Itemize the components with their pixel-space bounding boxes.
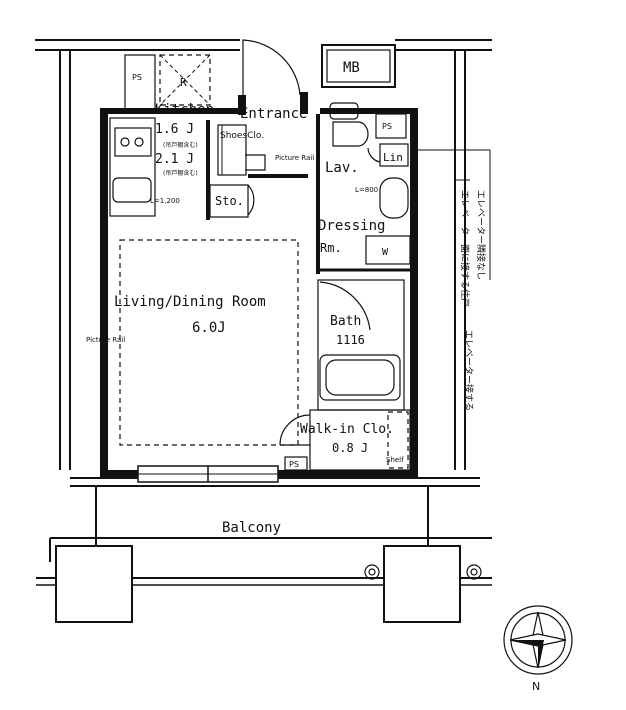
shelf-label: Shelf <box>386 456 404 464</box>
entrance-label: Entrance <box>240 106 307 122</box>
bath-room: Bath 1116 <box>317 279 405 411</box>
storage-label: Sto. <box>215 194 244 208</box>
kitchen-width: L=1,200 <box>150 197 180 205</box>
mb-box: MB <box>321 44 396 88</box>
ps-top-left-label: PS <box>132 73 142 82</box>
ev-note-3: エレベーター接する <box>463 330 475 411</box>
walk-in-closet: Walk-in Clo. 0.8 J Shelf PS <box>279 409 411 471</box>
kitchen-label: Kitchen <box>155 102 214 118</box>
ps-top-right-label: PS <box>382 122 392 131</box>
lin-label: Lin <box>383 151 403 164</box>
picture-rail-top-label: Picture Rail <box>275 154 314 162</box>
dressing-rm-label: Rm. <box>320 241 342 255</box>
entrance-door <box>238 39 308 115</box>
r-mark: R <box>180 76 187 89</box>
dressing-label: Dressing <box>318 218 385 234</box>
kitchen-area-1: 1.6 J <box>155 122 194 137</box>
ps-top-left: PS <box>124 54 156 111</box>
lavatory-area: PS Lav. Lin L=800 <box>316 102 409 274</box>
living-dining-room: Living/Dining Room 6.0J Picture Rail <box>86 239 299 483</box>
kitchen-area-2: 2.1 J <box>155 152 194 167</box>
mb-label: MB <box>343 60 360 76</box>
range-hood: R <box>159 54 211 106</box>
bath-size-label: 1116 <box>336 333 365 347</box>
entrance-area: Entrance ShoesClo. Picture Rail Sto. <box>206 106 314 220</box>
picture-rail-left-label: Picture Rail <box>86 336 125 344</box>
balcony: Balcony <box>36 486 492 623</box>
ev-note-2: エレベーター面に接する住戸 <box>459 190 471 307</box>
elevator-notes: エレベーター隣接なし エレベーター面に接する住戸 エレベーター接する <box>418 149 491 411</box>
l800-label: L=800 <box>355 186 378 194</box>
compass: N <box>503 605 573 693</box>
ev-note-1: エレベーター隣接なし <box>475 190 487 280</box>
walkin-area-label: 0.8 J <box>332 441 368 455</box>
ps-bottom-label: PS <box>289 460 299 469</box>
bath-label: Bath <box>330 314 361 329</box>
top-corridor-wall <box>35 39 492 470</box>
balcony-label: Balcony <box>222 520 281 536</box>
living-label: Living/Dining Room <box>114 294 266 310</box>
kitchen-note-1: (吊戸棚含む) <box>163 141 198 149</box>
living-area-label: 6.0J <box>192 320 226 336</box>
walkin-label: Walk-in Clo. <box>300 422 394 437</box>
compass-north-label: N <box>532 680 540 693</box>
shoes-closet-label: ShoesClo. <box>220 131 264 141</box>
dressing-room: Dressing Rm. W <box>316 218 411 272</box>
kitchen-note-2: (吊戸棚含む) <box>163 169 198 177</box>
kitchen-area: Kitchen 1.6 J (吊戸棚含む) 2.1 J (吊戸棚含む) L=1,… <box>109 102 214 217</box>
lav-label: Lav. <box>325 160 359 176</box>
w-mark: W <box>382 247 389 258</box>
